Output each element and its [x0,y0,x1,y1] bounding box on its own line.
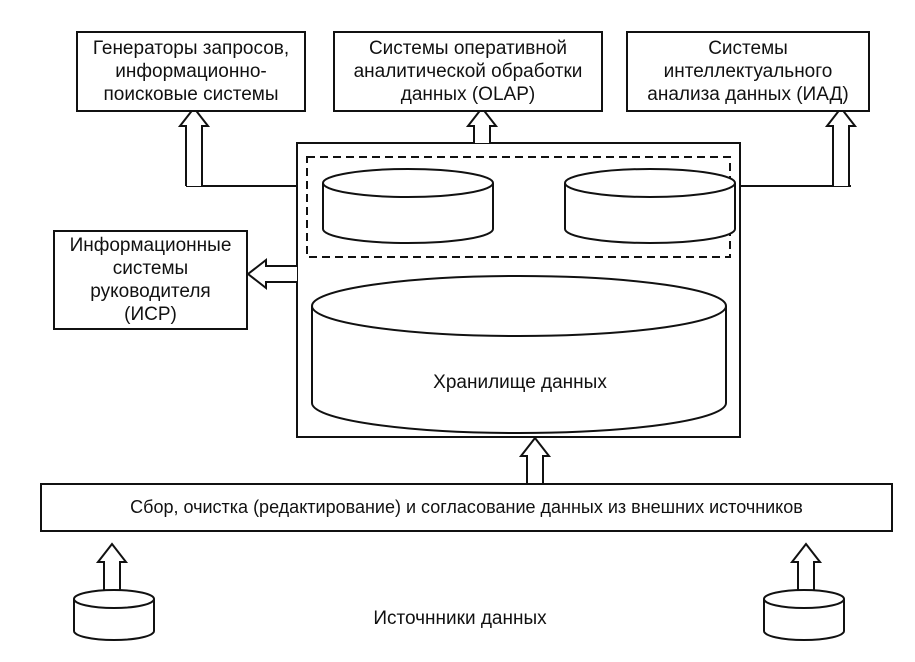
data-mining-line-2: интеллектуального [663,61,833,82]
warehouse-label: Хранилище данных [433,372,607,393]
arrow-to-query-generators [177,106,211,186]
executive-is-line-3: руководителя [90,281,211,302]
query-generators-box: Генераторы запросов, информационно- поис… [76,31,306,112]
sources-label: Источнники данных [373,608,547,629]
data-mart-cylinder-right [564,168,736,244]
data-mart-cylinder-left [322,168,494,244]
query-generators-line-3: поисковые системы [103,84,279,105]
arrow-etl-to-warehouse [518,436,552,483]
arrow-to-data-mining [824,106,858,186]
arrow-source-left-to-etl [95,542,129,592]
olap-line-3: данных (OLAP) [400,84,536,105]
executive-is-line-2: системы [112,258,189,279]
data-mining-line-3: анализа данных (ИАД) [647,84,849,105]
olap-line-1: Системы оперативной [368,38,568,59]
arrow-source-right-to-etl [789,542,823,592]
olap-box: Системы оперативной аналитической обрабо… [333,31,603,112]
source-cylinder-right [763,589,845,641]
query-generators-line-2: информационно- [115,61,267,82]
data-mining-line-1: Системы [708,38,788,59]
etl-label: Сбор, очистка (редактирование) и согласо… [130,497,803,517]
executive-is-line-4: (ИСР) [124,304,177,325]
executive-is-box: Информационные системы руководителя (ИСР… [53,230,248,330]
etl-box: Сбор, очистка (редактирование) и согласо… [40,483,893,532]
arrow-to-olap [465,106,499,143]
source-cylinder-left [73,589,155,641]
query-generators-line-1: Генераторы запросов, [92,38,290,59]
arrow-to-executive-is [246,257,297,291]
data-mining-box: Системы интеллектуального анализа данных… [626,31,870,112]
warehouse-cylinder [311,275,727,434]
olap-line-2: аналитической обработки [353,61,583,82]
executive-is-line-1: Информационные [69,235,232,256]
warehouse-frame [296,142,741,438]
